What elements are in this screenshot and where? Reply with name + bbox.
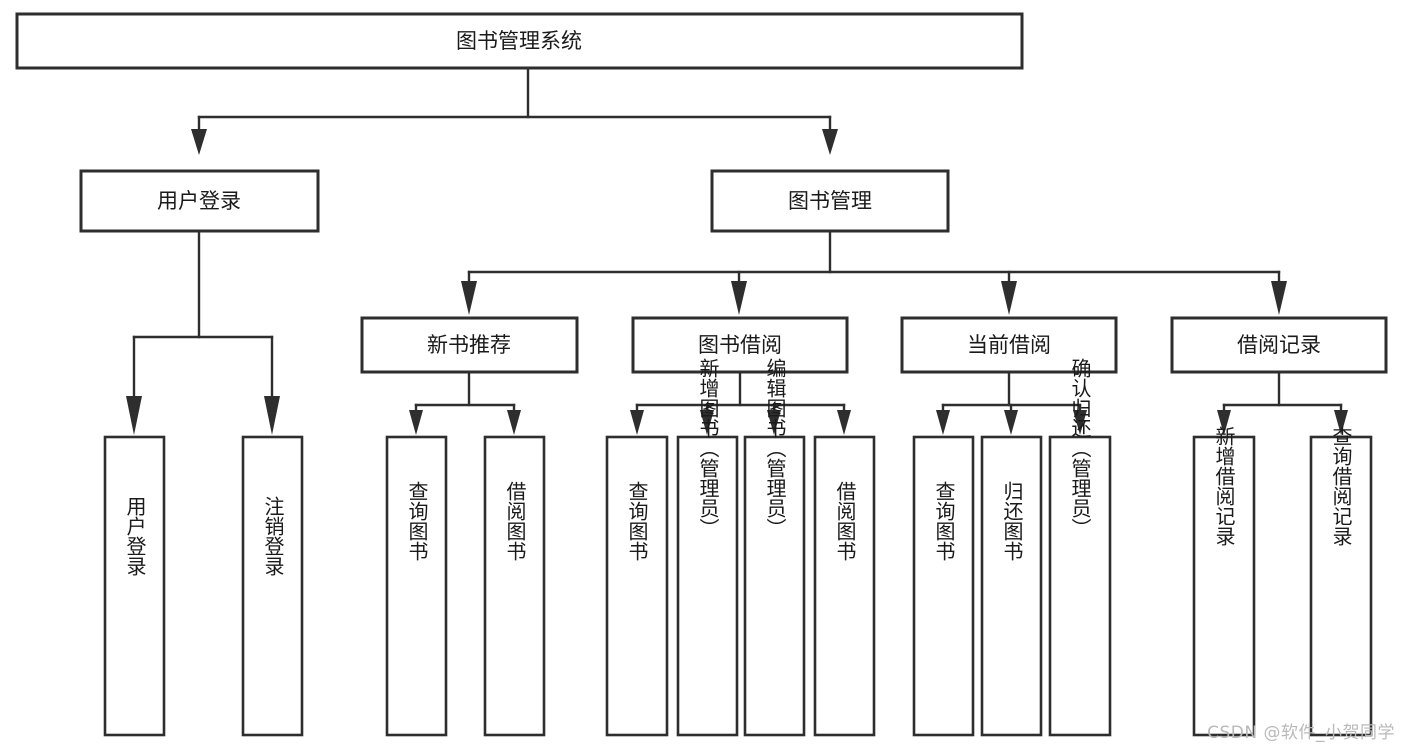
arrow-icon <box>700 410 714 435</box>
arrow-icon <box>1001 281 1017 315</box>
leaf-label: 查询图书 <box>405 481 429 561</box>
leaf-node[interactable]: 查询借阅记录 <box>1309 426 1373 737</box>
leaf-node[interactable]: 查询图书 <box>605 435 669 737</box>
arrow-icon <box>1334 410 1348 435</box>
leaf-box <box>676 435 739 737</box>
arrow-icon <box>507 410 521 435</box>
leaf-node[interactable]: 用户登录 <box>103 435 166 737</box>
node-book-management[interactable]: 图书管理 <box>710 169 950 233</box>
leaf-box <box>483 435 546 737</box>
leaf-label: 查询图书 <box>932 481 956 561</box>
connector-currentborrow-to-leaves <box>936 370 1087 435</box>
arrow-icon <box>1004 410 1018 435</box>
connector-bookborrow-to-leaves <box>630 370 851 435</box>
arrow-icon <box>837 410 851 435</box>
leaf-label: 查询借阅记录 <box>1329 426 1353 546</box>
leaf-label: 新增图书（管理员） <box>696 358 720 538</box>
connector-newbook-to-leaves <box>409 370 521 435</box>
arrow-icon <box>191 129 207 155</box>
borrow-record-box <box>1170 316 1388 374</box>
book-management-label: 图书管理 <box>788 189 872 213</box>
arrow-icon <box>264 396 280 435</box>
new-book-recommend-label: 新书推荐 <box>427 333 511 357</box>
leaf-node[interactable]: 注销登录 <box>241 435 304 737</box>
connector-root-to-level2 <box>191 66 838 155</box>
leaf-node[interactable]: 查询图书 <box>912 435 975 737</box>
connector-userlogin-to-leaves <box>126 229 280 435</box>
arrow-icon <box>461 281 477 315</box>
connector-borrowrecord-to-leaves <box>1217 370 1348 435</box>
arrow-icon <box>1271 281 1287 315</box>
leaf-box <box>241 435 304 737</box>
current-borrow-box <box>900 316 1118 374</box>
leaf-label: 借阅图书 <box>833 481 857 561</box>
node-book-borrow[interactable]: 图书借阅 <box>631 316 849 374</box>
node-new-book-recommend[interactable]: 新书推荐 <box>360 316 579 374</box>
arrow-icon <box>731 281 747 315</box>
leaf-node[interactable]: 借阅图书 <box>483 435 546 737</box>
current-borrow-label: 当前借阅 <box>967 333 1051 357</box>
arrow-icon <box>126 396 142 435</box>
node-root[interactable]: 图书管理系统 <box>15 12 1024 70</box>
leaf-node[interactable]: 新增借阅记录 <box>1192 426 1256 737</box>
root-box <box>15 12 1024 70</box>
leaf-node[interactable]: 归还图书 <box>980 435 1043 737</box>
arrow-icon <box>630 410 644 435</box>
leaf-box <box>605 435 669 737</box>
leaf-box <box>1048 435 1112 737</box>
leaf-node[interactable]: 借阅图书 <box>813 435 876 737</box>
new-book-recommend-box <box>360 316 579 374</box>
leaf-label: 注销登录 <box>261 496 285 576</box>
leaf-node[interactable]: 确认归还（管理员） <box>1048 358 1112 737</box>
user-login-label: 用户登录 <box>157 189 241 213</box>
leaf-box <box>1309 435 1373 737</box>
arrow-icon <box>409 410 423 435</box>
arrow-icon <box>1073 410 1087 435</box>
book-borrow-label: 图书借阅 <box>698 333 782 357</box>
leaf-label: 新增借阅记录 <box>1212 426 1236 546</box>
leaf-node[interactable]: 新增图书（管理员） <box>676 358 739 737</box>
leaf-box <box>103 435 166 737</box>
leaf-box <box>743 435 806 737</box>
node-borrow-record[interactable]: 借阅记录 <box>1170 316 1388 374</box>
connector-bookmgmt-to-level3 <box>461 229 1287 315</box>
leaf-node[interactable]: 编辑图书（管理员） <box>743 358 806 737</box>
arrow-icon <box>822 129 838 155</box>
leaf-box <box>980 435 1043 737</box>
leaf-box <box>813 435 876 737</box>
root-label: 图书管理系统 <box>456 29 582 53</box>
leaf-label: 归还图书 <box>1000 481 1024 561</box>
leaf-label: 确认归还（管理员） <box>1068 358 1092 538</box>
leaf-label: 查询图书 <box>625 481 649 561</box>
leaf-box <box>912 435 975 737</box>
borrow-record-label: 借阅记录 <box>1237 333 1321 357</box>
user-login-box <box>79 169 320 233</box>
node-current-borrow[interactable]: 当前借阅 <box>900 316 1118 374</box>
leaf-label: 编辑图书（管理员） <box>763 358 787 538</box>
node-user-login[interactable]: 用户登录 <box>79 169 320 233</box>
leaf-node[interactable]: 查询图书 <box>385 435 448 737</box>
arrow-icon <box>936 410 950 435</box>
leaf-box <box>1192 435 1256 737</box>
leaf-label: 借阅图书 <box>503 481 527 561</box>
leaf-box <box>385 435 448 737</box>
arrow-icon <box>1217 410 1231 435</box>
leaf-label: 用户登录 <box>123 496 147 576</box>
arrow-icon <box>767 410 781 435</box>
